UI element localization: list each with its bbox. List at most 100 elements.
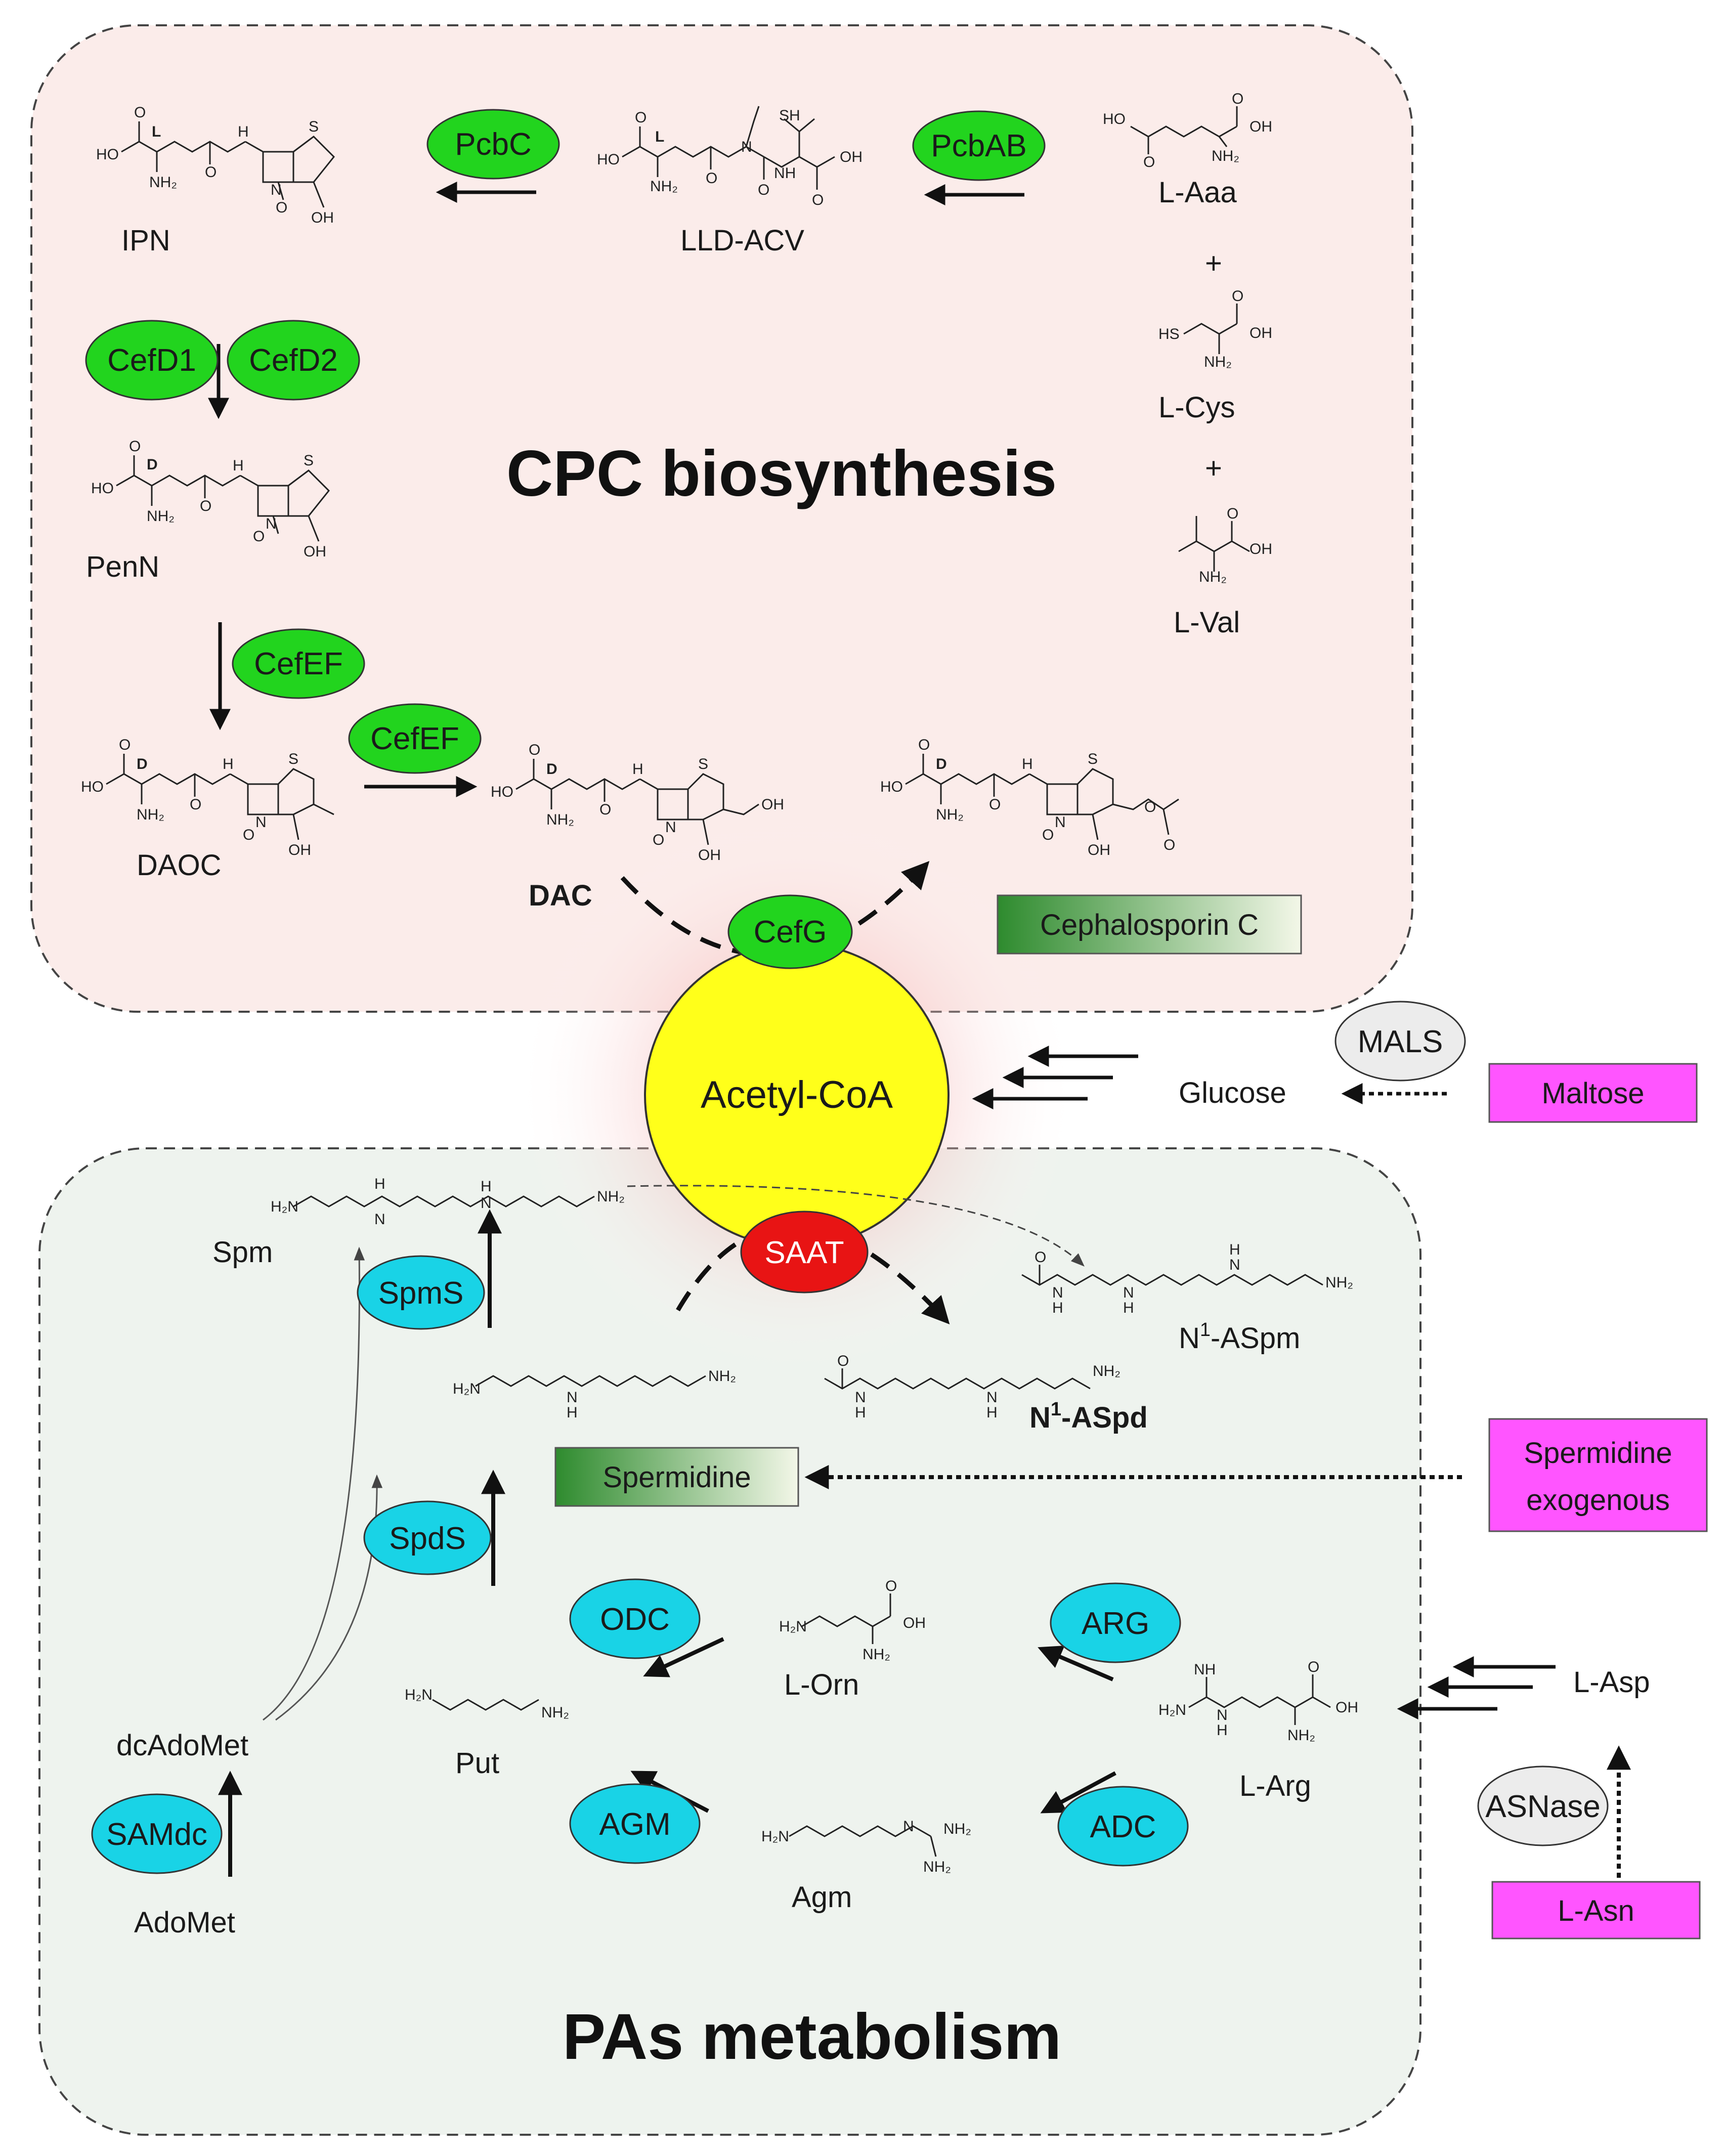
svg-text:HO: HO — [81, 779, 104, 795]
svg-text:O: O — [200, 498, 211, 514]
svg-text:H: H — [374, 1176, 385, 1192]
svg-text:O: O — [276, 199, 287, 216]
arrow-orn-to-put — [643, 1637, 724, 1677]
svg-text:NH₂: NH₂ — [650, 178, 678, 195]
svg-text:SAAT: SAAT — [764, 1235, 844, 1270]
svg-text:O: O — [129, 438, 141, 455]
label-lasn: L-Asn — [1558, 1894, 1634, 1927]
spermidine-box — [554, 1447, 799, 1507]
n1aspd-structure: O N H N H NH₂ — [824, 1353, 1121, 1421]
svg-text:NH₂: NH₂ — [1212, 148, 1239, 164]
enzyme-asnase: ASNase — [1477, 1765, 1609, 1846]
orn-structure: H₂N O OH NH₂ — [779, 1578, 926, 1663]
spermidine-exo-box — [1488, 1418, 1708, 1532]
svg-text:N: N — [1229, 1257, 1240, 1273]
agm-structure: H₂N N NH₂ NH₂ — [761, 1818, 971, 1875]
svg-text:O: O — [812, 192, 824, 208]
svg-text:O: O — [653, 832, 664, 848]
svg-text:N: N — [567, 1389, 578, 1406]
penn-structure: HO O NH₂ D O H N S O OH — [91, 438, 330, 560]
svg-text:OH: OH — [311, 209, 334, 226]
enzyme-spds: SpdS — [363, 1500, 492, 1575]
svg-text:H: H — [1052, 1300, 1063, 1316]
enzyme-cefd2: CefD2 — [227, 320, 360, 401]
enzyme-cefd1: CefD1 — [85, 320, 219, 401]
svg-text:OH: OH — [840, 149, 863, 165]
label-penn: PenN — [86, 550, 159, 583]
spm-structure: H₂N N H H N NH₂ — [271, 1176, 625, 1228]
spermidine-box-label: Spermidine — [602, 1461, 751, 1494]
svg-text:NH₂: NH₂ — [541, 1704, 569, 1721]
svg-text:D: D — [147, 456, 158, 473]
svg-text:ODC: ODC — [600, 1602, 670, 1637]
svg-text:H₂N: H₂N — [271, 1198, 298, 1215]
label-arg: L-Arg — [1239, 1770, 1311, 1802]
svg-text:H: H — [481, 1178, 492, 1195]
svg-text:O: O — [706, 170, 717, 187]
svg-text:NH: NH — [774, 165, 796, 182]
label-spm: Spm — [212, 1236, 273, 1269]
label-cys: L-Cys — [1158, 391, 1235, 424]
cephalosporin-box — [997, 894, 1302, 955]
label-ipn: IPN — [121, 224, 170, 257]
enzyme-cefg: CefG — [727, 894, 853, 969]
svg-text:MALS: MALS — [1358, 1024, 1443, 1059]
svg-text:D: D — [546, 761, 557, 778]
enzyme-adc: ADC — [1057, 1786, 1189, 1867]
svg-text:S: S — [698, 756, 708, 772]
svg-text:D: D — [936, 756, 947, 772]
svg-text:L: L — [152, 123, 161, 140]
svg-text:NH₂: NH₂ — [137, 806, 164, 823]
svg-text:D: D — [137, 756, 148, 772]
svg-text:H₂N: H₂N — [761, 1828, 789, 1845]
enzyme-pcbab: PcbAB — [912, 110, 1046, 181]
label-acv: LLD-ACV — [680, 224, 804, 257]
svg-text:S: S — [304, 452, 314, 469]
svg-text:OH: OH — [1250, 118, 1272, 135]
label-glucose: Glucose — [1179, 1076, 1286, 1109]
enzyme-mals: MALS — [1334, 1001, 1466, 1082]
svg-text:H: H — [223, 756, 234, 772]
svg-text:H: H — [233, 457, 244, 474]
svg-text:NH₂: NH₂ — [1287, 1727, 1315, 1744]
enzyme-saat: SAAT — [740, 1211, 869, 1293]
acetyl-coa-label: Acetyl-CoA — [701, 1073, 893, 1116]
arg-structure: NH H₂N N H O OH NH₂ — [1158, 1659, 1358, 1744]
svg-text:CefD1: CefD1 — [107, 343, 196, 378]
svg-text:O: O — [1143, 154, 1155, 170]
pas-title: PAs metabolism — [563, 2001, 1061, 2073]
enzyme-samdc: SAMdc — [91, 1793, 223, 1874]
arrow-spm-to-n1aspm — [627, 1185, 1085, 1267]
svg-text:HO: HO — [91, 480, 114, 497]
svg-text:N: N — [374, 1211, 385, 1228]
label-orn: L-Orn — [784, 1668, 859, 1701]
label-dac: DAC — [529, 879, 592, 912]
svg-text:O: O — [1042, 827, 1054, 843]
label-agm: Agm — [792, 1881, 852, 1914]
svg-text:NH₂: NH₂ — [147, 508, 175, 525]
svg-text:NH₂: NH₂ — [1204, 354, 1232, 370]
svg-text:HS: HS — [1158, 326, 1180, 342]
svg-text:N: N — [1123, 1284, 1134, 1301]
svg-text:N: N — [271, 182, 282, 198]
svg-text:O: O — [837, 1353, 849, 1369]
svg-text:OH: OH — [304, 543, 326, 560]
svg-text:OH: OH — [1250, 541, 1272, 557]
svg-text:O: O — [1232, 288, 1243, 305]
maltose-box — [1488, 1063, 1698, 1123]
svg-text:OH: OH — [1250, 325, 1272, 341]
plus-1: + — [1205, 247, 1222, 280]
label-asp: L-Asp — [1573, 1666, 1650, 1699]
svg-text:O: O — [989, 796, 1001, 813]
svg-text:OH: OH — [1088, 842, 1110, 858]
svg-text:O: O — [1035, 1249, 1046, 1266]
svg-text:PcbAB: PcbAB — [931, 128, 1027, 163]
svg-text:HO: HO — [1103, 111, 1126, 127]
svg-text:N: N — [255, 814, 267, 831]
label-dcadomet: dcAdoMet — [116, 1729, 248, 1762]
svg-text:H: H — [567, 1404, 578, 1421]
svg-text:H: H — [238, 123, 249, 140]
svg-text:NH₂: NH₂ — [149, 174, 177, 191]
